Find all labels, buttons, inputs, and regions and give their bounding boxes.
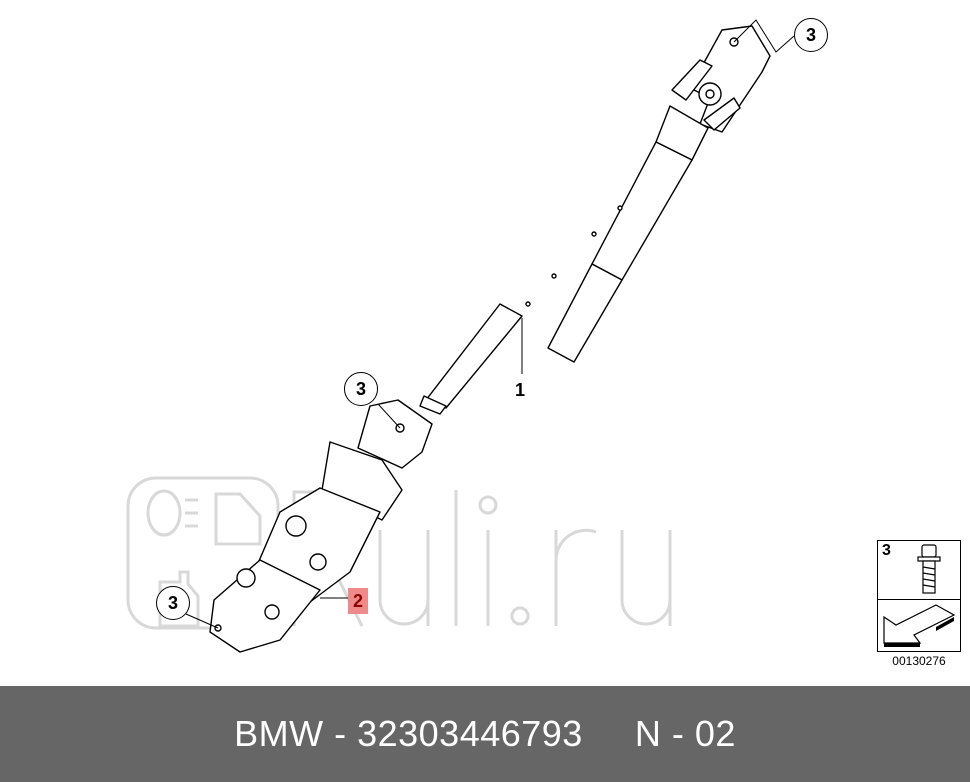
part-label-steering-shaft[interactable]: 1 bbox=[515, 380, 526, 400]
part-label-universal-joint-highlighted[interactable]: 2 bbox=[348, 588, 368, 614]
steering-shaft-drawing bbox=[185, 19, 795, 653]
legend-divider bbox=[878, 599, 960, 600]
arrow-icon bbox=[883, 604, 956, 647]
diagram-id: 00130276 bbox=[892, 654, 946, 668]
callout-label: 3 bbox=[355, 378, 366, 399]
footer-separator: - bbox=[334, 713, 347, 754]
callout-bubble-3-bottom[interactable]: 3 bbox=[156, 586, 190, 620]
callout-label: 3 bbox=[167, 592, 178, 613]
bolt-icon bbox=[917, 544, 941, 594]
callout-bubble-3-middle[interactable]: 3 bbox=[344, 372, 378, 406]
footer-brand: BMW bbox=[234, 713, 324, 754]
footer-part-number: 32303446793 bbox=[357, 713, 583, 754]
fastener-legend: 3 bbox=[877, 540, 961, 652]
footer-position-label: N bbox=[634, 713, 662, 754]
legend-item-number: 3 bbox=[882, 542, 891, 559]
parts-diagram: 3 3 3 1 2 3 00130276 bbox=[126, 18, 961, 668]
callout-bubble-3-top[interactable]: 3 bbox=[794, 18, 828, 52]
footer-position-value: 02 bbox=[694, 713, 736, 754]
footer-position-separator: - bbox=[671, 713, 685, 754]
part-number-footer: BMW - 32303446793 N - 02 bbox=[0, 686, 970, 782]
callout-label: 3 bbox=[805, 24, 816, 45]
